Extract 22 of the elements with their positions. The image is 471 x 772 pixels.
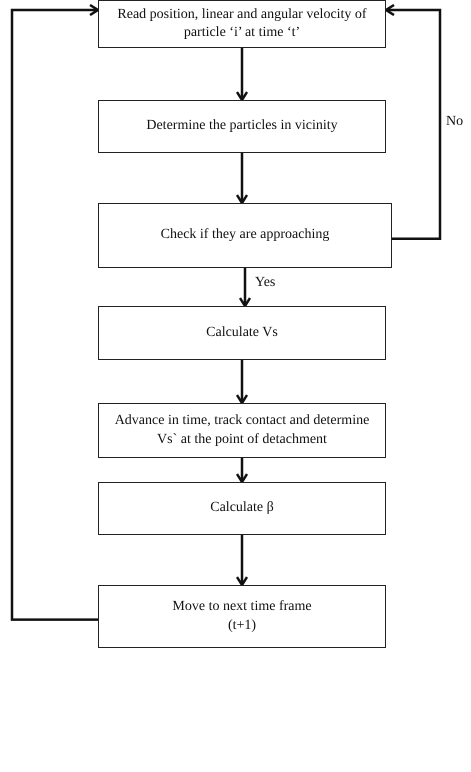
arrow: [10, 4, 100, 621]
step-text: Determine the particles in vicinity: [146, 117, 338, 136]
step-text: Move to next time frame (t+1): [171, 598, 313, 634]
process-box: [98, 0, 386, 48]
step-text: Calculate β: [210, 499, 274, 518]
arrow: [236, 48, 248, 102]
arrow: [236, 153, 248, 204]
arrow: [236, 535, 248, 586]
process-box: [98, 585, 386, 648]
arrow: [236, 360, 248, 404]
process-box: [98, 482, 386, 535]
arrow: [384, 4, 442, 240]
step-text: Advance in time, track contact and determine Vs` at the point of detachment: [114, 412, 370, 448]
process-box: [98, 403, 386, 458]
arrow: [236, 458, 248, 484]
arrow: [238, 268, 252, 308]
step-text: Check if they are approaching: [160, 226, 330, 244]
process-box: [98, 306, 386, 360]
step-text: Calculate Vs: [206, 324, 278, 342]
process-box: [98, 100, 386, 153]
step-text: Read position, linear and angular velocity of particle ‘i’ at time ‘t’: [116, 6, 368, 42]
process-box: [98, 203, 392, 268]
